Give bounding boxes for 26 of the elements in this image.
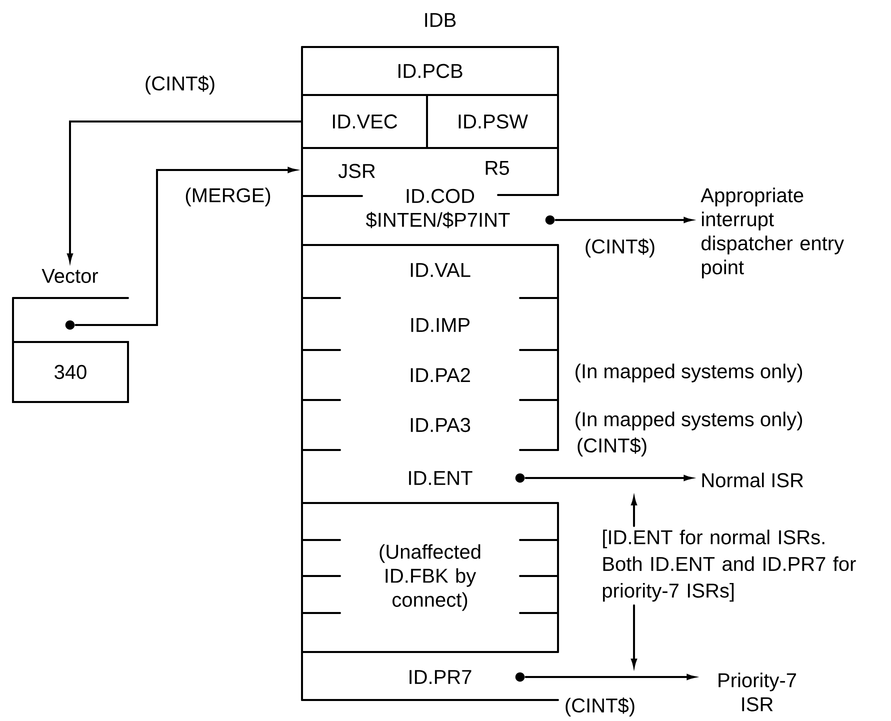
- note-text: (In mapped systems only): [576, 364, 802, 382]
- field-cell: ID.PR7: [410, 670, 472, 684]
- edge-label: (CINT$): [575, 436, 649, 458]
- note-text: [ID.ENT for normal ISRs. Both ID.ENT and ID.PR7 for priority-7 ISRs]: [602, 530, 856, 602]
- dot: [515, 672, 525, 682]
- note-text: (In mapped systems only): [576, 412, 802, 430]
- field-cell: ID.PA2: [410, 368, 470, 382]
- field-cell: (Unaffected ID.FBK by connect): [380, 544, 480, 611]
- field-cell: JSR R5 ID.COD $INTEN/$P7INT: [338, 161, 510, 228]
- value-box: 340: [12, 341, 129, 403]
- field-cell: ID.IMP: [411, 318, 470, 332]
- dot: [515, 473, 525, 483]
- edge-label: (CINT$): [563, 696, 637, 718]
- edge-label: (CINT$): [583, 237, 657, 259]
- field-cell: ID.VAL: [410, 263, 470, 277]
- field-cell: ID.ENT: [409, 471, 472, 485]
- target-text: Normal ISR: [702, 472, 804, 488]
- target-text: Priority-7 ISR: [718, 672, 796, 712]
- field-cell: ID.PSW: [458, 114, 528, 129]
- field-cell: ID.VEC: [333, 114, 398, 129]
- dot: [65, 320, 75, 330]
- target-text: Appropriate interrupt dispatcher entry point: [700, 188, 844, 278]
- edge-label: (CINT$): [143, 74, 217, 96]
- dot: [545, 215, 555, 225]
- field-cell: ID.PA3: [410, 418, 470, 432]
- field-cell: ID.PCB: [398, 64, 462, 78]
